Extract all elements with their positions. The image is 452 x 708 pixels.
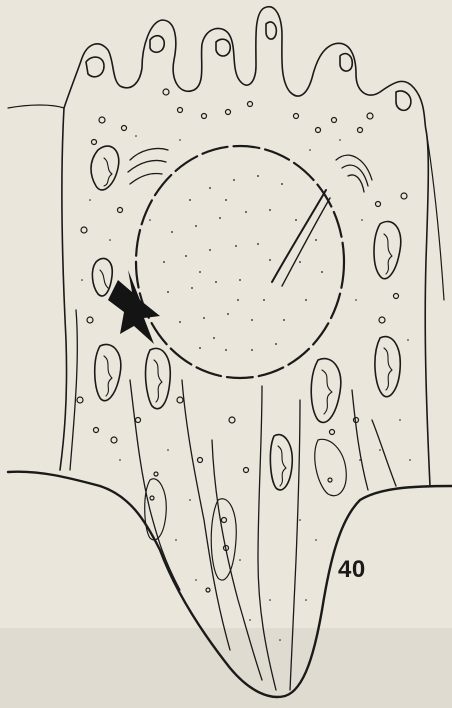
microvillus-6 [396, 91, 411, 110]
microvillus-3 [216, 39, 230, 56]
cell-left-edge [60, 108, 67, 470]
nuclear-streak-1 [272, 190, 326, 282]
cell-compartment-3 [315, 439, 347, 495]
mito-crista-7 [322, 370, 332, 414]
lateral-fold-7 [352, 390, 368, 490]
mito-crista-2 [100, 270, 108, 288]
mito-crista-6 [384, 348, 392, 390]
basement-membrane [8, 472, 452, 697]
mito-crista-4 [154, 360, 162, 402]
microvillus-1 [86, 57, 104, 77]
mito-crista-5 [384, 234, 392, 274]
lateral-fold-2 [130, 380, 180, 590]
mito-crista-3 [104, 356, 112, 396]
nucleus [136, 146, 344, 378]
mitochondrion-left-1 [91, 146, 119, 190]
golgi-right [336, 155, 372, 192]
lateral-fold-8 [372, 420, 396, 486]
neighbor-cell-left [8, 105, 64, 108]
mito-crista-8 [278, 446, 286, 486]
dark-inclusion [108, 270, 160, 344]
microvillus-2 [150, 36, 164, 53]
nuclear-streak-2 [282, 198, 330, 286]
mitochondrion-right-4 [270, 435, 292, 490]
lateral-fold-4 [212, 440, 262, 680]
mitochondrion-right-3 [311, 359, 341, 423]
lateral-fold-1 [70, 310, 77, 470]
microvillus-5 [340, 54, 352, 71]
mito-crista-1 [104, 158, 112, 186]
microvillus-4 [266, 22, 276, 39]
mitochondrion-right-1 [374, 222, 401, 279]
figure-number: 40 [338, 556, 366, 584]
nuclear-chromatin [163, 175, 323, 351]
vesicles [77, 89, 407, 592]
mitochondrion-left-2 [92, 258, 112, 296]
golgi-left [128, 148, 168, 184]
lateral-fold-6 [290, 400, 300, 690]
cell-outline [64, 7, 430, 486]
lateral-fold-5 [258, 386, 276, 690]
